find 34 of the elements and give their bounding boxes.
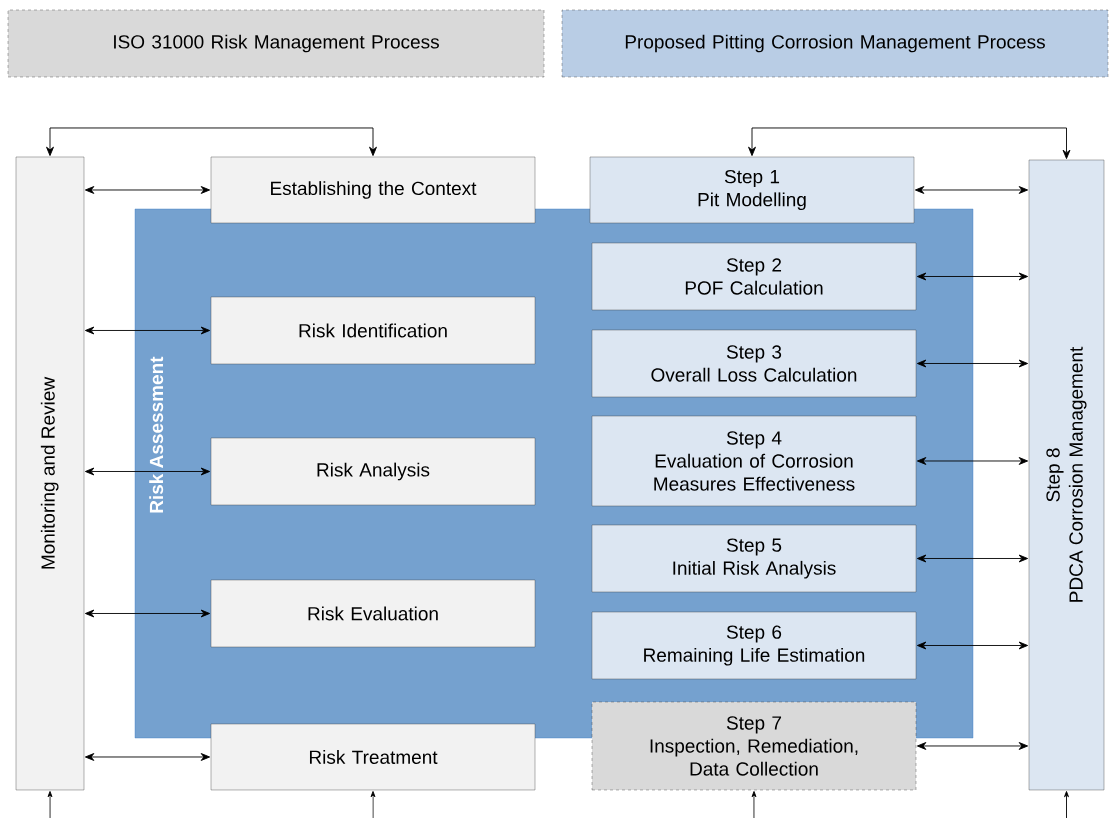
step-box: Step 5 Initial Risk Analysis <box>591 524 917 593</box>
header-box: Proposed Pitting Corrosion Management Process <box>561 9 1109 78</box>
process-box: Monitoring and Review <box>15 156 85 791</box>
arrow <box>47 791 53 818</box>
arrow <box>748 127 1071 160</box>
step-box: Step 2 POF Calculation <box>591 242 917 311</box>
process-box: Risk Evaluation <box>210 579 536 648</box>
arrow <box>914 186 1029 194</box>
arrow <box>46 127 377 157</box>
step-box: Step 1 Pit Modelling <box>589 156 915 224</box>
arrow <box>84 467 211 476</box>
step-box: Step 6 Remaining Life Estimation <box>591 611 917 680</box>
step-box: Step 8 PDCA Corrosion Management <box>1028 159 1105 791</box>
arrow <box>84 326 211 335</box>
step-box: Step 4 Evaluation of Corrosion Measures Effectiveness <box>591 415 917 507</box>
arrow <box>916 641 1029 650</box>
arrow <box>1064 791 1069 818</box>
header-box: ISO 31000 Risk Management Process <box>7 9 545 78</box>
arrow <box>916 457 1029 465</box>
step-box: Step 3 Overall Loss Calculation <box>591 329 917 398</box>
process-box: Risk Treatment <box>210 723 536 791</box>
arrow <box>370 791 376 818</box>
process-box: Establishing the Context <box>210 156 536 224</box>
arrow <box>84 753 211 761</box>
arrow <box>916 359 1029 368</box>
step-box: Step 7 Inspection, Remediation, Data Collection <box>591 701 917 791</box>
arrow <box>751 791 757 818</box>
arrow <box>916 272 1029 281</box>
arrow <box>916 554 1029 563</box>
process-box: Risk Analysis <box>210 437 536 506</box>
arrow <box>916 742 1029 750</box>
arrow <box>84 186 211 194</box>
arrow <box>84 609 211 618</box>
process-box: Risk Identification <box>210 296 536 365</box>
